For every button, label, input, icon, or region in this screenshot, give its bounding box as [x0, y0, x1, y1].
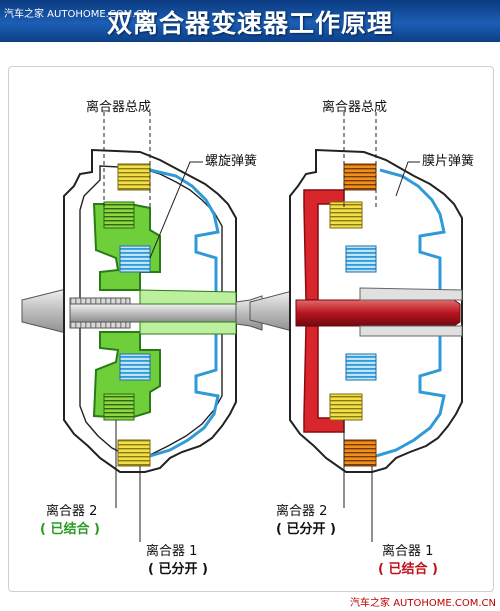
left-spring-leader [149, 161, 203, 259]
title-banner [0, 0, 500, 42]
right-coil-spring-upper [345, 245, 377, 273]
left-coil-spring-upper [119, 245, 151, 273]
left-clutch1-state: ( 已分开 ) [148, 562, 208, 577]
left-clutch2-label: 离合器 2 [46, 504, 98, 519]
right-clutch1-label: 离合器 1 [382, 544, 434, 559]
left-assembly-label: 离合器总成 [86, 100, 152, 115]
right-spring-label: 膜片弹簧 [422, 154, 475, 169]
right-clutch1-plates-upper [343, 163, 377, 191]
right-spring-leader [395, 161, 420, 197]
right-hollow-shaft-upper [359, 287, 463, 301]
page-title: 双离合器变速器工作原理 [106, 9, 393, 38]
right-clutch2-state: ( 已分开 ) [276, 522, 336, 537]
left-hollow-shaft-upper [139, 289, 237, 305]
watermark-top: 汽车之家 AUTOHOME.COM.CN [4, 9, 150, 20]
left-clutch2-plates-lower [103, 393, 135, 421]
left-spring-label: 螺旋弹簧 [205, 154, 258, 169]
watermark-bottom: 汽车之家 AUTOHOME.COM.CN [350, 598, 496, 609]
left-clutch1-label: 离合器 1 [146, 544, 198, 559]
right-clutch1-plates-lower [343, 439, 377, 467]
right-coil-spring-lower [345, 353, 377, 381]
right-clutch2-plates-upper [329, 201, 363, 229]
left-clutch2-plates-upper [103, 201, 135, 229]
right-clutch2-plates-lower [329, 393, 363, 421]
left-clutch1-plates-lower [117, 439, 151, 467]
left-inner-shaft [69, 303, 237, 323]
left-coil-spring-lower [119, 353, 151, 381]
left-clutch1-plates-upper [117, 163, 151, 191]
left-housing-inner [79, 165, 223, 457]
left-hollow-shaft-lower [139, 321, 237, 335]
left-input-shaft-stub [21, 287, 71, 335]
right-assembly-label: 离合器总成 [322, 100, 388, 115]
left-clutch2-state: ( 已结合 ) [40, 522, 100, 537]
right-clutch2-label: 离合器 2 [276, 504, 328, 519]
right-clutch1-state: ( 已结合 ) [378, 562, 438, 577]
right-clutch-diagram [249, 112, 463, 542]
right-hollow-shaft-lower [359, 325, 463, 337]
right-red-shaft [295, 299, 461, 327]
left-clutch-diagram [21, 112, 263, 542]
